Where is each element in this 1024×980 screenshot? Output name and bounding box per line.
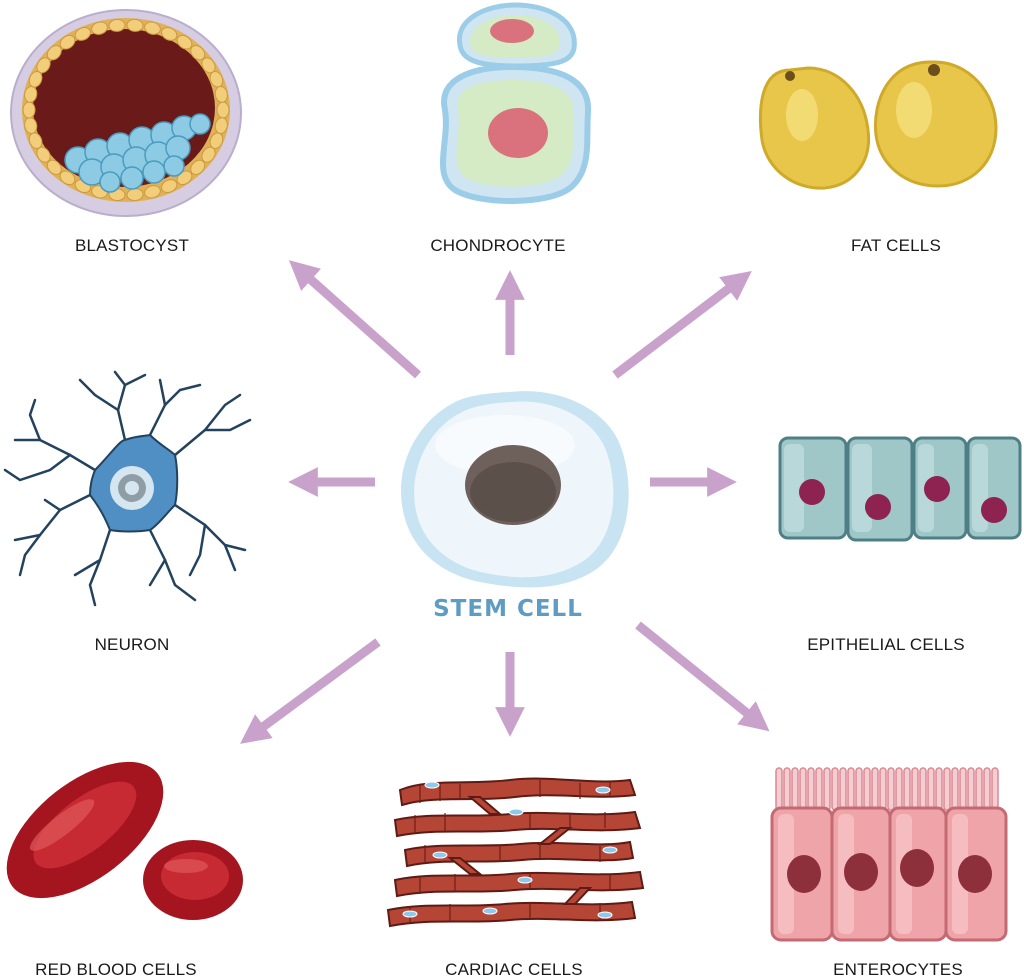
red-blood-cells-illustration — [6, 761, 243, 920]
fat-cells-illustration — [759, 60, 998, 190]
label-enterocytes: ENTEROCYTES — [833, 960, 963, 979]
cardiac-cells-illustration — [386, 777, 645, 928]
arrow-to-enterocytes — [635, 621, 770, 732]
enterocytes-illustration — [770, 767, 1008, 942]
label-blastocyst: BLASTOCYST — [74, 236, 190, 255]
arrow-to-fat-cells — [612, 271, 752, 379]
label-cardiac-cells: CARDIAC CELLS — [445, 960, 583, 979]
label-fat-cells: FAT CELLS — [851, 236, 941, 255]
arrow-to-red-blood-cells — [240, 638, 381, 744]
differentiation-arrows — [240, 260, 770, 744]
label-stem-cell: STEM CELL — [433, 596, 583, 622]
blastocyst-illustration — [10, 9, 242, 217]
neuron-illustration — [3, 370, 252, 607]
stem-cell — [401, 391, 629, 588]
label-chondrocyte: CHONDROCYTE — [430, 236, 566, 255]
label-red-blood-cells: RED BLOOD CELLS — [35, 960, 197, 979]
arrow-to-blastocyst — [288, 260, 421, 379]
label-epithelial-cells: EPITHELIAL CELLS — [807, 635, 965, 654]
chondrocyte-illustration — [439, 2, 592, 204]
label-neuron: NEURON — [94, 635, 170, 654]
epithelial-cells-illustration — [778, 436, 1022, 542]
